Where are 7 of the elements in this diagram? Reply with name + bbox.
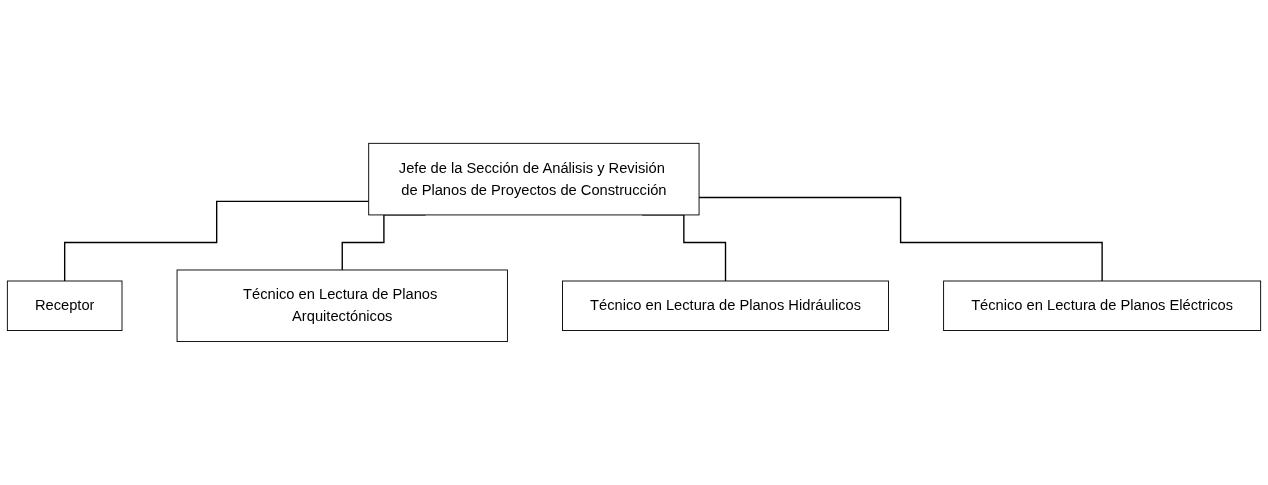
node-box: Técnico en Lectura de Planos Arquitectónicos — [176, 269, 508, 343]
node-box: Técnico en Lectura de Planos Hidráulicos — [562, 280, 889, 332]
node-box: Jefe de la Sección de Análisis y Revisión de Planos de Proyectos de Construcción — [368, 142, 700, 216]
connector — [698, 196, 1103, 282]
node-box: Receptor — [6, 280, 123, 332]
connector — [64, 200, 370, 282]
node-box: Técnico en Lectura de Planos Eléctricos — [943, 280, 1262, 332]
